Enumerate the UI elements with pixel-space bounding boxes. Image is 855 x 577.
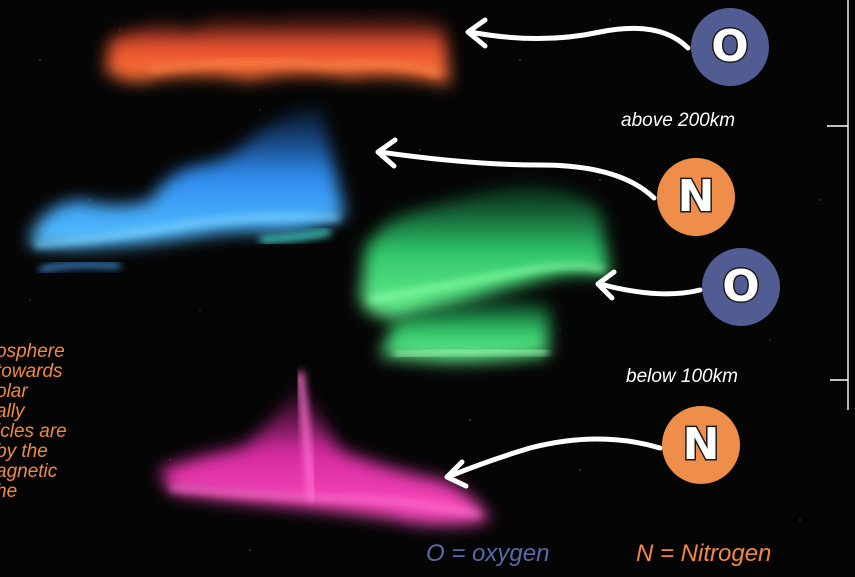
aurora-blue <box>30 105 345 273</box>
badge-letter: O <box>721 261 761 312</box>
badge-letter: O <box>710 21 750 72</box>
altitude-label-bottom: below 100km <box>626 366 738 387</box>
legend-nitrogen: N = Nitrogen <box>636 540 772 567</box>
arrow-oxygen-top <box>465 17 691 51</box>
description-line: towards <box>0 361 63 382</box>
badge-letter: N <box>681 419 721 470</box>
description-line: olar <box>0 381 28 402</box>
nitrogen-badge-bottom: N <box>662 406 740 484</box>
description-text: osphere towards olar ally icles are by t… <box>0 342 136 502</box>
description-line: agnetic <box>0 461 58 482</box>
description-line: he <box>0 481 18 502</box>
description-line: osphere <box>0 341 65 362</box>
description-line: by the <box>0 441 48 462</box>
altitude-scale <box>827 0 849 410</box>
arrow-oxygen-bottom <box>595 269 703 301</box>
description-line: icles are <box>0 421 67 442</box>
aurora-green <box>360 185 610 362</box>
arrow-nitrogen-top <box>375 137 657 201</box>
oxygen-badge-bottom: O <box>702 248 780 326</box>
badge-letter: N <box>676 171 716 222</box>
aurora-red <box>105 12 450 86</box>
nitrogen-badge-top: N <box>657 158 735 236</box>
legend-oxygen: O = oxygen <box>426 540 550 567</box>
oxygen-badge-top: O <box>691 8 769 86</box>
description-line: ally <box>0 401 25 422</box>
altitude-label-top: above 200km <box>621 110 736 131</box>
arrow-nitrogen-bottom <box>444 436 663 489</box>
aurora-pink <box>160 371 490 525</box>
